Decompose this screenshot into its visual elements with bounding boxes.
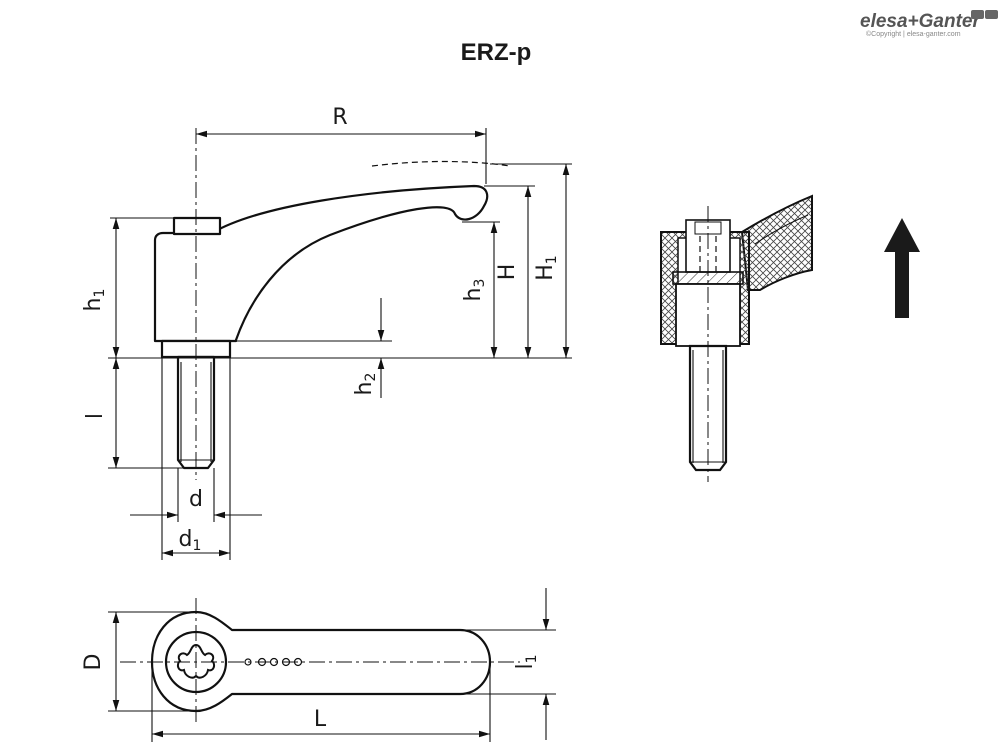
brand-badge-icon [971, 10, 984, 19]
lever-arm-section [740, 194, 813, 291]
label-l1: l1 [513, 654, 540, 669]
label-R: R [332, 105, 347, 130]
lever-body [153, 184, 489, 343]
arrow-up-icon [884, 218, 920, 318]
label-h1: h1 [81, 289, 108, 312]
clamp-screw-boss [172, 216, 222, 236]
brand-badge-icon [985, 10, 998, 19]
label-d1: d1 [179, 527, 202, 554]
label-h2: h2 [352, 373, 379, 396]
label-H1: H1 [533, 255, 560, 280]
label-d: d [189, 487, 203, 512]
brand-copyright: ©Copyright | elesa-ganter.com [866, 30, 961, 38]
arm-inner-line [754, 214, 809, 245]
brand-name: elesa+Ganter [860, 11, 981, 32]
side-view: R h1 l h2 h3 H H1 d [81, 105, 572, 560]
drawing-title: ERZ-p [461, 39, 532, 66]
label-l: l [83, 413, 108, 419]
label-D: D [81, 654, 106, 671]
label-H: H [495, 264, 520, 281]
lever-travel-arc [371, 160, 511, 167]
top-view: D L l1 [81, 588, 556, 742]
brand-logo: elesa+Ganter ©Copyright | elesa-ganter.c… [860, 10, 998, 38]
label-h3: h3 [461, 279, 488, 302]
label-L: L [314, 707, 327, 732]
section-view [660, 194, 813, 482]
